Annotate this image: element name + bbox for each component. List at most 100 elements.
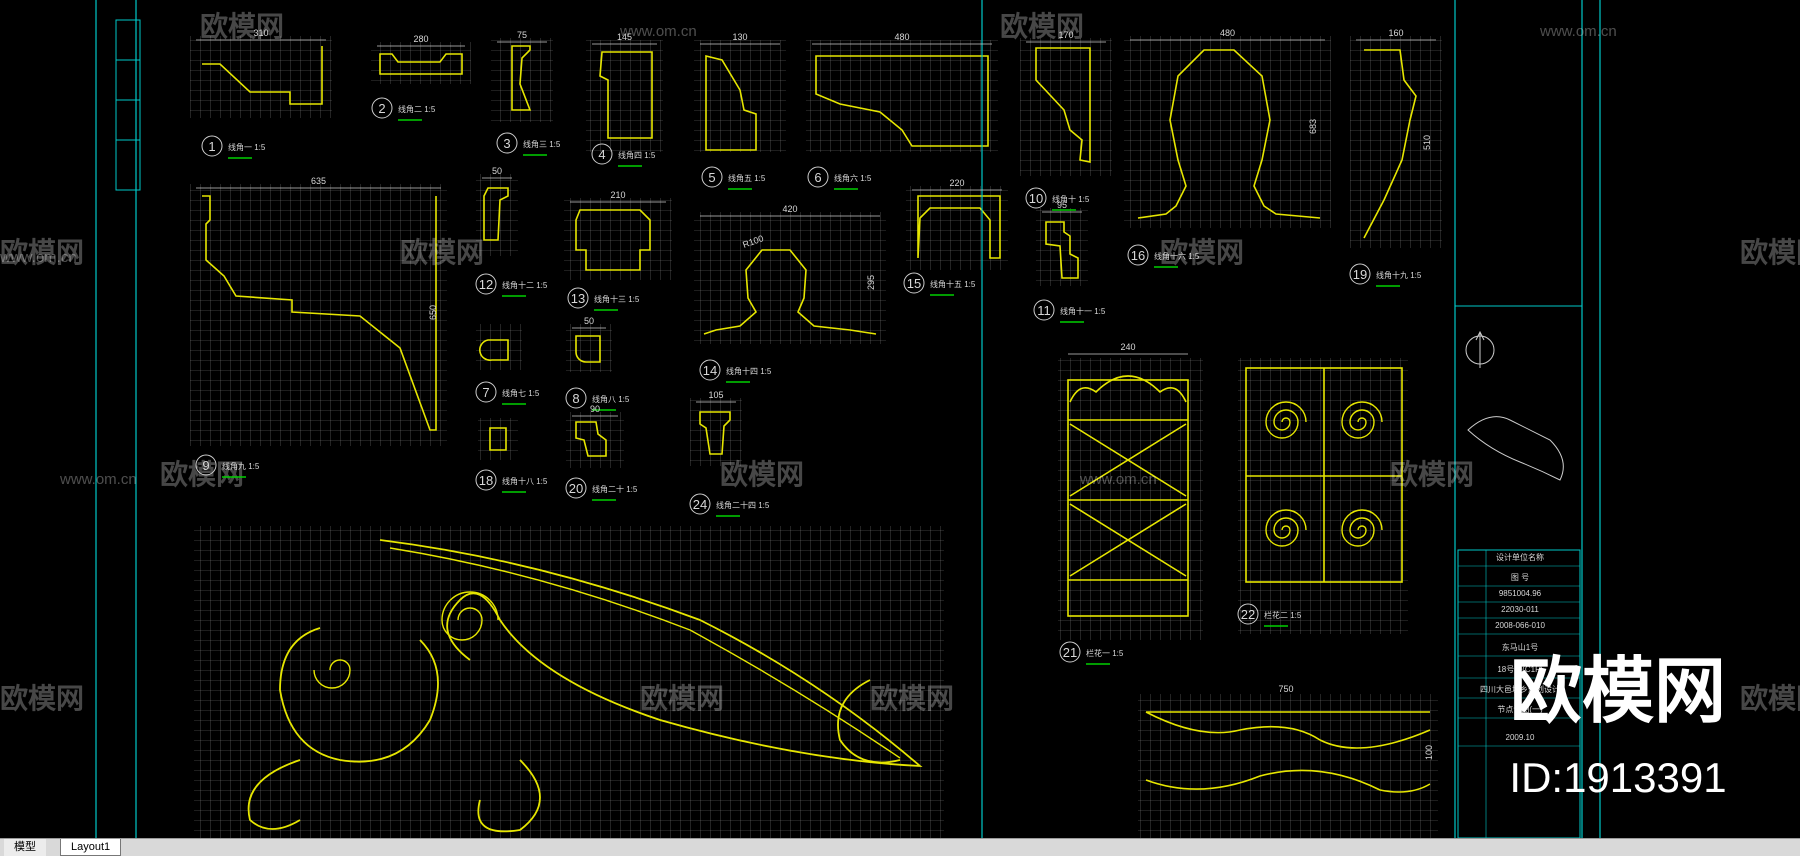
profile-14 (703, 249, 877, 335)
detail-marker-16 (1127, 244, 1149, 266)
detail-marker-12 (475, 273, 497, 295)
detail-marker-15 (903, 272, 925, 294)
detail-number-20: 20 (569, 481, 583, 496)
detail-number-10: 10 (1029, 191, 1043, 206)
grid-block-14 (906, 186, 1008, 270)
dim-vertical-1: 683 (1308, 119, 1318, 134)
scroll-spiral-2 (313, 659, 351, 689)
detail-marker-22 (1237, 603, 1259, 625)
detail-label-14: 线角十四 1:5 (726, 366, 772, 376)
dimension-6: 480 (894, 32, 909, 42)
grid-layer (190, 36, 1442, 838)
spiral-22-3 (1341, 509, 1383, 547)
detail-label-19: 线角十九 1:5 (1376, 270, 1422, 280)
detail-marker-21 (1059, 641, 1081, 663)
dimension-11: 95 (1057, 200, 1067, 210)
grid-block-3 (586, 40, 663, 152)
detail-label-11: 线角十一 1:5 (1060, 306, 1106, 316)
panel-21-frame (1067, 379, 1189, 617)
grid-block-0 (190, 36, 332, 118)
dimension-24: 105 (708, 390, 723, 400)
watermark-layer: 欧模网 ID:1913391 (1509, 652, 1726, 801)
detail-label-22: 栏花二 1:5 (1264, 610, 1302, 620)
dim-vertical-3: 295 (866, 275, 876, 290)
dim-bottom-width: 750 (1278, 684, 1293, 694)
detail-marker-5 (701, 166, 723, 188)
dimension-4: 145 (617, 32, 632, 42)
grid-block-4 (694, 40, 786, 152)
detail-number-11: 11 (1037, 303, 1051, 318)
detail-label-1: 线角一 1:5 (228, 142, 266, 152)
detail-number-6: 6 (814, 170, 821, 185)
detail-marker-4 (591, 143, 613, 165)
watermark-tile: 欧模网 (1740, 683, 1800, 714)
scroll-inner (389, 547, 901, 759)
tab-layout1[interactable]: Layout1 (60, 839, 122, 856)
detail-label-2: 线角二 1:5 (398, 104, 436, 114)
detail-label-6: 线角六 1:5 (834, 173, 872, 183)
watermark-tile: 欧模网 (1390, 459, 1474, 490)
watermark-logo: 欧模网 (1510, 652, 1726, 732)
grid-block-2 (491, 38, 553, 122)
profile-10 (1035, 47, 1091, 163)
grid-block-23 (1138, 694, 1438, 838)
detail-marker-14 (699, 359, 721, 381)
profile-9 (202, 195, 437, 431)
sheet-frame (95, 0, 1601, 838)
grid-block-5 (806, 40, 998, 152)
detail-marker-1 (201, 135, 223, 157)
dimension-10: 170 (1058, 30, 1073, 40)
site-map (1467, 416, 1564, 481)
profile-12 (483, 187, 509, 241)
detail-label-21: 栏花一 1:5 (1086, 648, 1124, 658)
profile-8 (575, 335, 601, 363)
tab-model[interactable]: 模型 (4, 839, 46, 856)
grid-block-16 (478, 418, 518, 460)
grid-block-7 (566, 324, 612, 372)
detail-label-15: 线角十五 1:5 (930, 279, 976, 289)
grid-block-22 (1238, 358, 1408, 634)
dimension-15: 220 (949, 178, 964, 188)
watermark-id: ID:1913391 (1509, 754, 1726, 801)
spiral-22-1 (1341, 401, 1383, 439)
detail-label-4: 线角四 1:5 (618, 150, 656, 160)
dimension-8: 50 (584, 316, 594, 326)
spiral-22-2 (1265, 509, 1307, 547)
detail-label-20: 线角二十 1:5 (592, 484, 638, 494)
watermark-tile: 欧模网 (870, 683, 954, 714)
dimension-19: 160 (1388, 28, 1403, 38)
detail-marker-24 (689, 493, 711, 515)
watermark-tile: 欧模网 (1740, 237, 1800, 268)
dimension-9: 635 (311, 176, 326, 186)
bottom-profile (1145, 711, 1431, 793)
scroll-bottom-mid (477, 759, 541, 833)
profile-1 (202, 46, 323, 105)
north-arrow-needle (1475, 330, 1485, 368)
drawing-canvas[interactable]: 欧模网欧模网欧模网欧模网欧模网欧模网欧模网欧模网欧模网欧模网欧模网欧模网欧模网w… (0, 0, 1800, 838)
detail-number-5: 5 (708, 170, 715, 185)
detail-label-12: 线角十二 1:5 (502, 280, 548, 290)
panel-21-cross (1068, 419, 1188, 581)
watermark-site: www.om.cn (1079, 471, 1157, 488)
dimension-2: 280 (413, 34, 428, 44)
detail-number-3: 3 (503, 136, 510, 151)
watermark-site: www.om.cn (619, 23, 697, 40)
dim-vertical-2: 510 (1422, 135, 1432, 150)
grid-block-17 (1350, 36, 1442, 248)
detail-number-4: 4 (598, 147, 605, 162)
dimension-16: 480 (1220, 28, 1235, 38)
dim-vertical-4: 100 (1424, 745, 1434, 760)
profile-shapes (202, 45, 1431, 833)
grid-block-19 (690, 398, 742, 466)
detail-number-7: 7 (482, 385, 489, 400)
detail-number-19: 19 (1353, 267, 1367, 282)
detail-label-24: 线角二十四 1:5 (716, 500, 770, 510)
tb-row-2: 9851004.96 (1499, 589, 1542, 598)
grid-block-15 (1124, 36, 1331, 228)
detail-marker-7 (475, 381, 497, 403)
tb-row-7: 四川大邑城乡规划设计 (1480, 684, 1560, 694)
detail-number-2: 2 (378, 101, 385, 116)
dim-vertical-0: 650 (428, 305, 438, 320)
detail-label-16: 线角十六 1:5 (1154, 251, 1200, 261)
